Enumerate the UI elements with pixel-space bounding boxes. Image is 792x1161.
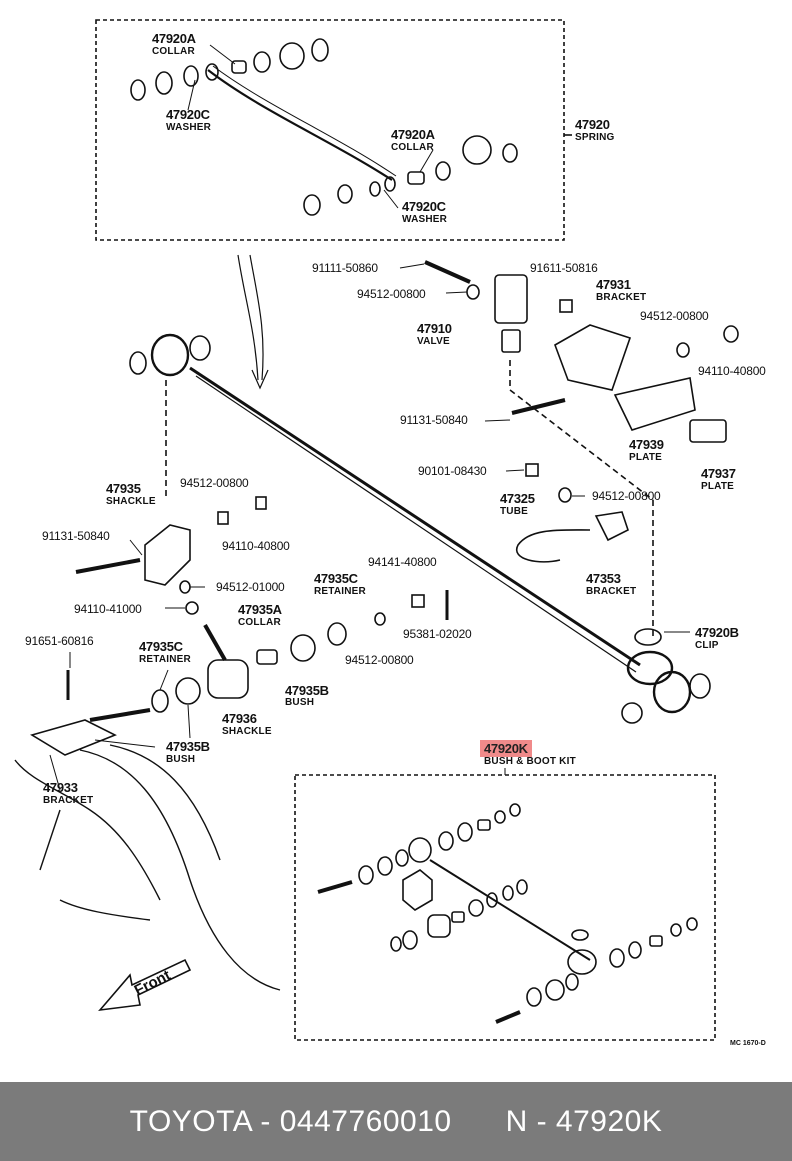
label-collar-2: COLLAR — [391, 142, 434, 153]
label-spring: SPRING — [575, 132, 615, 143]
shackle-47935 — [144, 524, 191, 586]
label-47920b: 47920B — [695, 625, 739, 640]
label-94512-00800-f: 94512-00800 — [345, 653, 414, 667]
label-47920c-2: 47920C — [402, 199, 446, 214]
label-47933: 47933 — [43, 780, 78, 795]
label-91131-50840-a: 91131-50840 — [400, 413, 468, 427]
part-number-footer: TOYOTA - 0447760010 N - 47920K — [0, 1082, 792, 1161]
bracket-47931 — [554, 324, 632, 391]
reference-number: N - 47920K — [505, 1104, 663, 1138]
label-47931: 47931 — [596, 277, 631, 292]
label-95381-02020: 95381-02020 — [403, 627, 472, 641]
parts-diagram: 47920A COLLAR 47920C WASHER 47920A COLLA… — [14, 19, 766, 1047]
label-94110-41000: 94110-41000 — [74, 602, 142, 616]
label-47920k-highlighted: 47920K — [480, 740, 532, 757]
plate-47939 — [613, 377, 696, 431]
label-washer-2: WASHER — [402, 214, 448, 225]
label-91651-60816: 91651-60816 — [25, 634, 94, 648]
valve-body — [494, 274, 528, 324]
label-47935a: 47935A — [238, 602, 282, 617]
main-spring-rod — [189, 366, 641, 667]
label-47920a-1: 47920A — [152, 31, 196, 46]
label-47920c-1: 47920C — [166, 107, 210, 122]
label-retainer-2: RETAINER — [139, 654, 191, 665]
label-plate-1: PLATE — [629, 452, 663, 463]
label-collar-3: COLLAR — [238, 617, 281, 628]
label-shackle-1: SHACKLE — [106, 496, 156, 507]
label-bush-2: BUSH — [166, 754, 196, 765]
label-bracket-2: BRACKET — [586, 586, 637, 597]
label-94512-00800-c: 94512-00800 — [592, 489, 661, 503]
label-94512-01000: 94512-01000 — [216, 580, 285, 594]
label-91131-50840-b: 91131-50840 — [42, 529, 110, 543]
bracket-47933 — [30, 719, 117, 756]
label-bracket-3: BRACKET — [43, 795, 94, 806]
label-47935: 47935 — [106, 481, 141, 496]
label-47935b-2: 47935B — [166, 739, 210, 754]
diagram-drawing — [14, 19, 739, 1041]
label-diagram-code: MC 1670-D — [730, 1040, 766, 1047]
label-clip: CLIP — [695, 640, 719, 651]
label-94512-00800-d: 94512-00800 — [180, 476, 249, 490]
label-90101-08430: 90101-08430 — [418, 464, 487, 478]
front-arrow — [98, 958, 192, 1012]
label-47935b-1: 47935B — [285, 683, 329, 698]
spring-rod — [207, 69, 393, 181]
label-retainer-1: RETAINER — [314, 586, 366, 597]
label-47325: 47325 — [500, 491, 535, 506]
shackle-47936 — [207, 659, 249, 699]
label-94512-00800-a: 94512-00800 — [357, 287, 426, 301]
label-94110-40800-b: 94110-40800 — [222, 539, 290, 553]
label-47920: 47920 — [575, 117, 610, 132]
label-washer-1: WASHER — [166, 122, 212, 133]
label-collar-1: COLLAR — [152, 46, 195, 57]
label-47935c-1: 47935C — [314, 571, 358, 586]
tube-47325 — [515, 529, 591, 563]
label-47936: 47936 — [222, 711, 257, 726]
label-bracket-1: BRACKET — [596, 292, 647, 303]
label-94110-40800-a: 94110-40800 — [698, 364, 766, 378]
label-47353: 47353 — [586, 571, 621, 586]
brand-part-number: TOYOTA - 0447760010 — [129, 1104, 452, 1138]
label-47937: 47937 — [701, 466, 736, 481]
label-47939: 47939 — [629, 437, 664, 452]
label-plate-2: PLATE — [701, 481, 735, 492]
label-47920a-2: 47920A — [391, 127, 435, 142]
label-bush-boot-kit: BUSH & BOOT KIT — [484, 756, 576, 767]
plate-47937 — [689, 419, 727, 443]
spring-box — [95, 19, 565, 241]
label-valve: VALVE — [417, 336, 450, 347]
label-47935c-2: 47935C — [139, 639, 183, 654]
label-shackle-2: SHACKLE — [222, 726, 272, 737]
label-bush-1: BUSH — [285, 697, 315, 708]
label-tube: TUBE — [500, 506, 529, 517]
label-91611-50816: 91611-50816 — [530, 261, 598, 275]
label-94141-40800: 94141-40800 — [368, 555, 437, 569]
label-94512-00800-b: 94512-00800 — [640, 309, 709, 323]
label-91111-50860: 91111-50860 — [312, 261, 378, 275]
label-47910: 47910 — [417, 321, 452, 336]
